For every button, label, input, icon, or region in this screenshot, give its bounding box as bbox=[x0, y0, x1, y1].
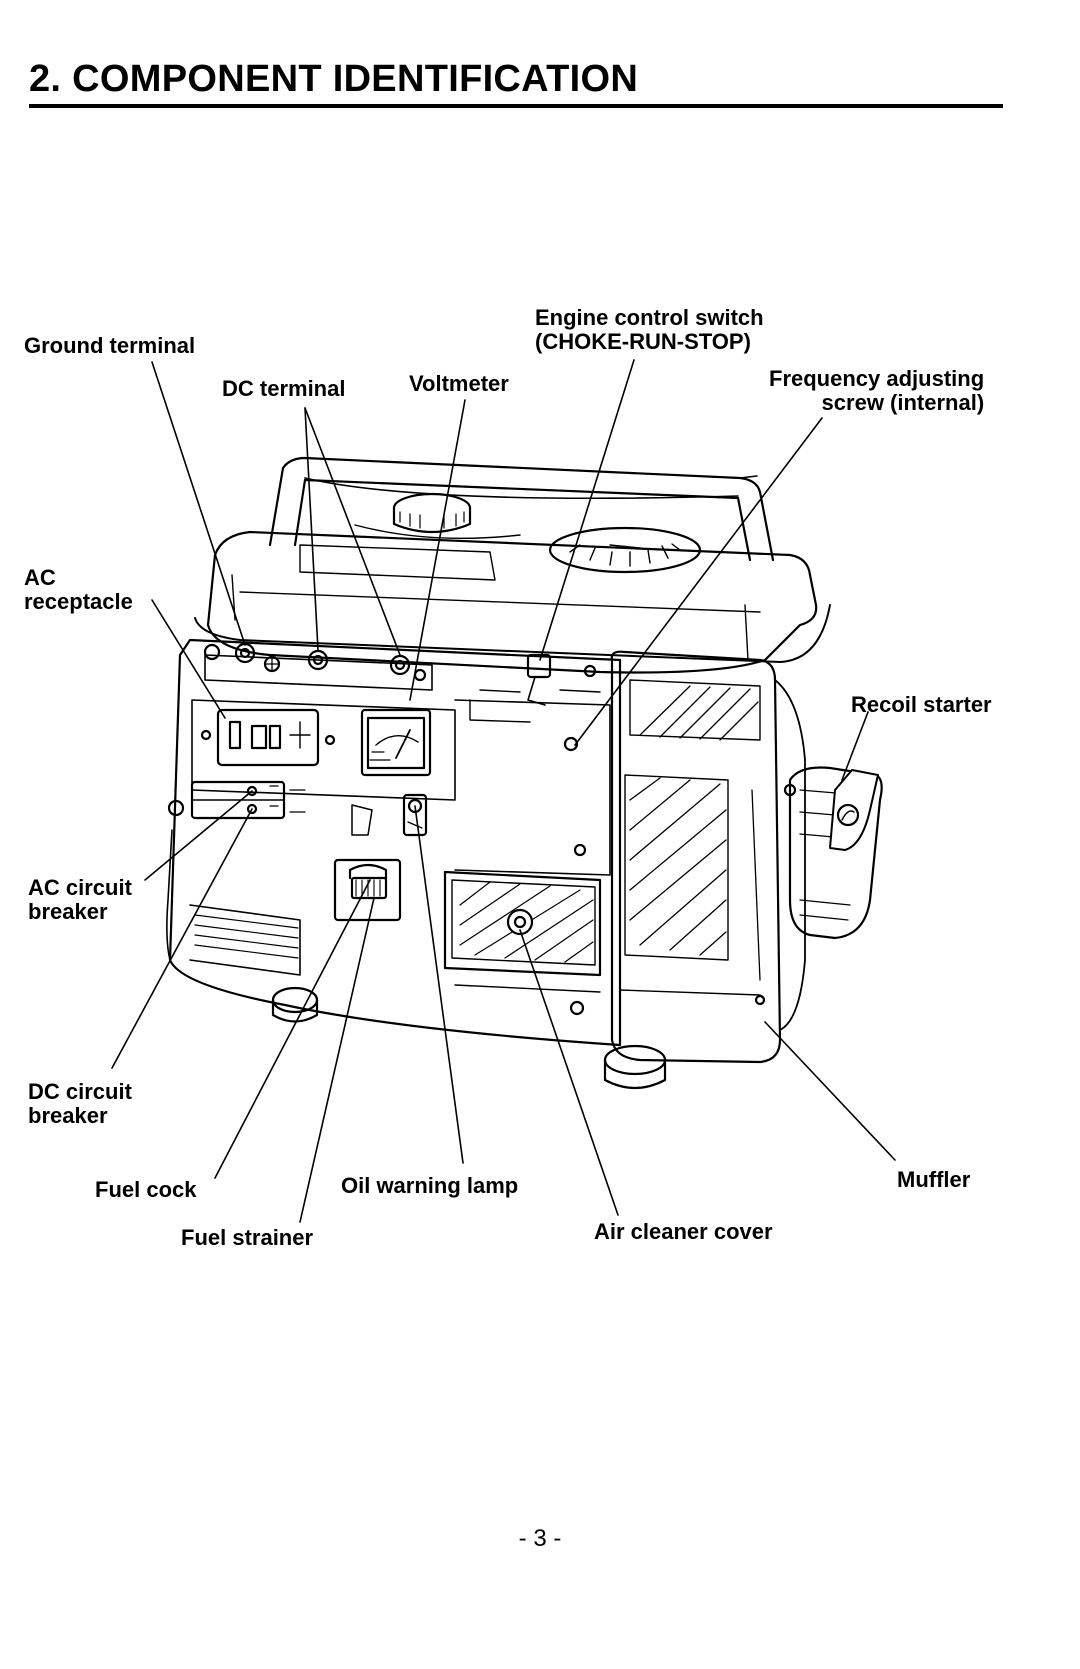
label-line: Fuel strainer bbox=[181, 1225, 314, 1250]
leader-dc-terminal-b bbox=[304, 407, 401, 656]
label-oil-warning-lamp: Oil warning lamp bbox=[341, 1174, 518, 1198]
label-line: Frequency adjusting bbox=[769, 366, 985, 391]
engine-side bbox=[610, 650, 806, 1064]
label-air-cleaner-cover: Air cleaner cover bbox=[594, 1220, 773, 1244]
label-fuel-strainer: Fuel strainer bbox=[181, 1226, 313, 1250]
label-line: Muffler bbox=[897, 1167, 971, 1192]
label-line: Voltmeter bbox=[409, 371, 509, 396]
label-line: Recoil starter bbox=[851, 692, 992, 717]
label-line: Air cleaner cover bbox=[594, 1219, 773, 1244]
leader-air-cleaner-cover bbox=[519, 929, 619, 1216]
label-line: AC bbox=[24, 565, 56, 590]
leader-dc-terminal-a bbox=[304, 407, 319, 651]
leader-dc-circuit-breaker bbox=[111, 808, 253, 1069]
label-fuel-cock: Fuel cock bbox=[95, 1178, 196, 1202]
leader-muffler bbox=[764, 1021, 896, 1161]
leader-voltmeter bbox=[409, 399, 466, 701]
label-ac-receptacle: AC receptacle bbox=[24, 566, 133, 614]
label-line: (CHOKE-RUN-STOP) bbox=[535, 329, 751, 354]
label-muffler: Muffler bbox=[897, 1168, 970, 1192]
label-line: Engine control switch bbox=[535, 305, 764, 330]
label-line: DC terminal bbox=[222, 376, 346, 401]
leader-fuel-cock bbox=[214, 879, 371, 1179]
leader-engine-control-switch bbox=[539, 359, 635, 661]
leader-recoil-starter bbox=[841, 711, 869, 781]
label-line: Oil warning lamp bbox=[341, 1173, 519, 1198]
section-title: 2. COMPONENT IDENTIFICATION bbox=[29, 58, 639, 100]
label-line: Ground terminal bbox=[24, 333, 196, 358]
label-line: screw (internal) bbox=[821, 390, 985, 415]
air-cleaner-cover bbox=[443, 870, 667, 1090]
label-recoil-starter: Recoil starter bbox=[851, 693, 992, 717]
label-line: DC circuit bbox=[28, 1079, 132, 1104]
label-line: AC circuit bbox=[28, 875, 132, 900]
leader-oil-warning-lamp bbox=[414, 805, 464, 1164]
label-engine-control-switch: Engine control switch (CHOKE-RUN-STOP) bbox=[535, 306, 764, 354]
label-line: Fuel cock bbox=[95, 1177, 197, 1202]
leader-lines bbox=[111, 359, 896, 1223]
carry-handle bbox=[268, 456, 775, 562]
leader-ac-receptacle bbox=[151, 599, 226, 719]
leader-frequency-screw bbox=[574, 417, 823, 746]
generator-body bbox=[166, 638, 622, 1047]
label-line: breaker bbox=[28, 899, 108, 924]
fuel-tank bbox=[194, 492, 831, 674]
label-dc-circuit-breaker: DC circuit breaker bbox=[28, 1080, 132, 1128]
label-ground-terminal: Ground terminal bbox=[24, 334, 195, 358]
leader-ground-terminal bbox=[151, 361, 246, 646]
page-number: - 3 - bbox=[518, 1525, 562, 1552]
label-line: receptacle bbox=[24, 589, 133, 614]
label-line: breaker bbox=[28, 1103, 108, 1128]
label-ac-circuit-breaker: AC circuit breaker bbox=[28, 876, 132, 924]
recoil-starter bbox=[788, 766, 883, 940]
label-frequency-adjusting-screw: Frequency adjusting screw (internal) bbox=[769, 367, 984, 415]
label-dc-terminal: DC terminal bbox=[222, 377, 345, 401]
label-voltmeter: Voltmeter bbox=[409, 372, 509, 396]
title-underline bbox=[29, 104, 1003, 108]
leader-fuel-strainer bbox=[299, 897, 375, 1223]
leader-ac-circuit-breaker bbox=[144, 790, 253, 881]
